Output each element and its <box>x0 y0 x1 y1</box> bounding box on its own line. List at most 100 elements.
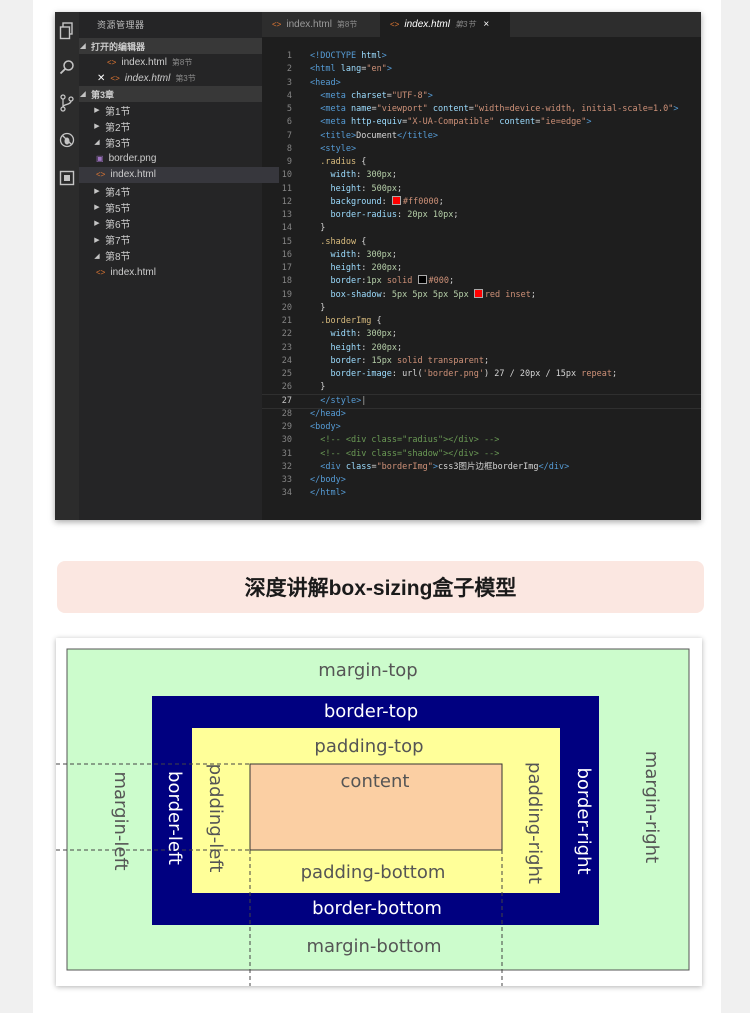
code-token: 1px <box>366 276 387 287</box>
border-top-label: border-top <box>324 701 418 722</box>
code-token: </title> <box>397 130 438 141</box>
code-line: width: 300px; <box>310 169 397 182</box>
extensions-icon[interactable] <box>55 166 79 190</box>
tree-folder-item[interactable]: ▶第6节 <box>79 215 276 231</box>
tree-file-item[interactable]: <>index.html <box>79 264 279 280</box>
tree-folder-item[interactable]: ▶第2节 <box>79 118 276 134</box>
debug-icon[interactable] <box>55 128 79 152</box>
code-token: <!-- <div class="radius"></div> --> <box>320 435 500 446</box>
open-editor-item[interactable]: <> index.html 第8节 <box>79 54 290 70</box>
code-line: <meta http-equiv="X-UA-Compatible" conte… <box>310 116 591 129</box>
line-number: 18 <box>281 276 292 287</box>
code-token: > <box>381 51 387 61</box>
code-token: : <box>381 289 392 300</box>
line-number: 10 <box>281 170 292 181</box>
code-token: = <box>361 64 367 75</box>
tree-folder-item[interactable]: ◢第3节 <box>79 134 276 150</box>
code-token: : <box>356 249 367 260</box>
tab-index-section8[interactable]: <> index.html 第8节 <box>262 12 387 37</box>
code-line: <meta name="viewport" content="width=dev… <box>310 103 678 116</box>
folder-header[interactable]: ◢ 第3章 <box>79 86 262 102</box>
tab-label: index.html <box>404 19 450 30</box>
line-number: 31 <box>281 448 292 459</box>
code-token: <meta <box>320 104 351 114</box>
code-area[interactable]: 1<!DOCTYPE html>2<html lang="en">3<head>… <box>262 37 701 520</box>
code-token: ; <box>530 289 536 300</box>
code-token: 5px 5px 5px 5px <box>391 289 474 300</box>
code-token: </html> <box>310 488 346 499</box>
tab-bar: <> index.html 第8节 <> index.html 第3节 × <box>262 12 701 37</box>
open-editor-hint: 第8节 <box>171 57 193 67</box>
tab-index-section3[interactable]: <> index.html 第3节 × <box>380 12 510 37</box>
chevron-right-icon: ▶ <box>94 107 100 114</box>
code-token: width <box>330 249 357 260</box>
tree-item-label: 第8节 <box>105 252 131 264</box>
code-token: : <box>361 342 372 353</box>
code-token: 200px <box>371 342 398 353</box>
margin-bottom-label: margin-bottom <box>306 936 441 957</box>
tree-file-item[interactable]: ▣border.png <box>79 151 279 167</box>
chevron-right-icon: ▶ <box>94 188 100 195</box>
padding-top-label: padding-top <box>314 736 423 757</box>
tree-item-label: 第7节 <box>105 236 131 248</box>
html-file-icon: <> <box>390 20 400 29</box>
code-token: border-image <box>330 369 392 379</box>
html-file-icon: <> <box>96 170 106 180</box>
files-icon[interactable] <box>55 19 79 43</box>
close-icon[interactable]: × <box>483 19 490 30</box>
html-file-icon: <> <box>272 20 282 29</box>
open-editors-header[interactable]: ◢ 打开的编辑器 <box>79 38 262 54</box>
tree-item-label: index.html <box>110 169 156 181</box>
code-token <box>310 462 320 472</box>
source-control-icon[interactable] <box>55 91 79 115</box>
code-token: <html <box>310 64 341 75</box>
tree-folder-item[interactable]: ◢第8节 <box>79 248 276 264</box>
tree-folder-item[interactable]: ▶ 第4节 <box>79 183 276 199</box>
code-token: box-shadow <box>330 289 382 300</box>
line-number: 15 <box>281 236 292 247</box>
code-token: : <box>361 276 367 287</box>
line-number: 34 <box>281 488 292 499</box>
code-token: height <box>330 263 362 273</box>
explorer-sidebar: 资源管理器 ◢ 打开的编辑器 <> index.html 第8节 ✕ <> in… <box>79 12 279 520</box>
tree-file-item[interactable]: <> index.html <box>79 166 279 183</box>
content-area <box>249 763 503 851</box>
code-line: </body> <box>310 474 346 487</box>
code-token: height <box>330 342 362 353</box>
code-line: <style> <box>310 143 356 156</box>
code-token: ; <box>484 355 490 366</box>
code-token: </style> <box>320 395 362 406</box>
open-editor-item-active[interactable]: ✕ <> index.html 第3节 <box>79 70 280 86</box>
line-number: 14 <box>281 223 292 234</box>
tree-folder-item[interactable]: ▶第5节 <box>79 199 276 215</box>
code-token: 300px <box>366 170 392 181</box>
code-token <box>310 316 320 326</box>
code-line: </head> <box>310 408 346 421</box>
tree-item-label: 第4节 <box>105 187 131 199</box>
tree-folder-item[interactable]: ▶第7节 <box>79 232 276 248</box>
chevron-down-icon: ◢ <box>80 91 86 98</box>
code-token: http-equiv <box>350 117 403 128</box>
line-number: 17 <box>281 263 292 273</box>
code-token: solid transparent <box>397 355 485 366</box>
code-token: = <box>386 90 392 101</box>
line-number: 23 <box>281 342 292 353</box>
tree-folder-item[interactable]: ▶第1节 <box>79 102 276 118</box>
search-icon[interactable] <box>55 55 79 79</box>
code-token: repeat <box>581 369 612 379</box>
code-token: lang <box>340 64 362 75</box>
code-token: 'border.png' <box>422 369 485 379</box>
line-number: 25 <box>281 369 292 379</box>
code-token <box>310 369 330 379</box>
code-line: .shadow { <box>310 236 366 249</box>
margin-left-label: margin-left <box>110 771 131 870</box>
line-number: 20 <box>281 302 292 313</box>
code-token: : <box>356 170 367 181</box>
code-token: = <box>371 104 377 114</box>
close-icon[interactable]: ✕ <box>97 72 106 84</box>
code-line: height: 200px; <box>310 342 402 355</box>
padding-bottom-label: padding-bottom <box>301 862 446 883</box>
border-left-label: border-left <box>164 771 185 865</box>
code-token: <div <box>320 461 346 472</box>
code-token: "viewport" <box>376 104 433 114</box>
